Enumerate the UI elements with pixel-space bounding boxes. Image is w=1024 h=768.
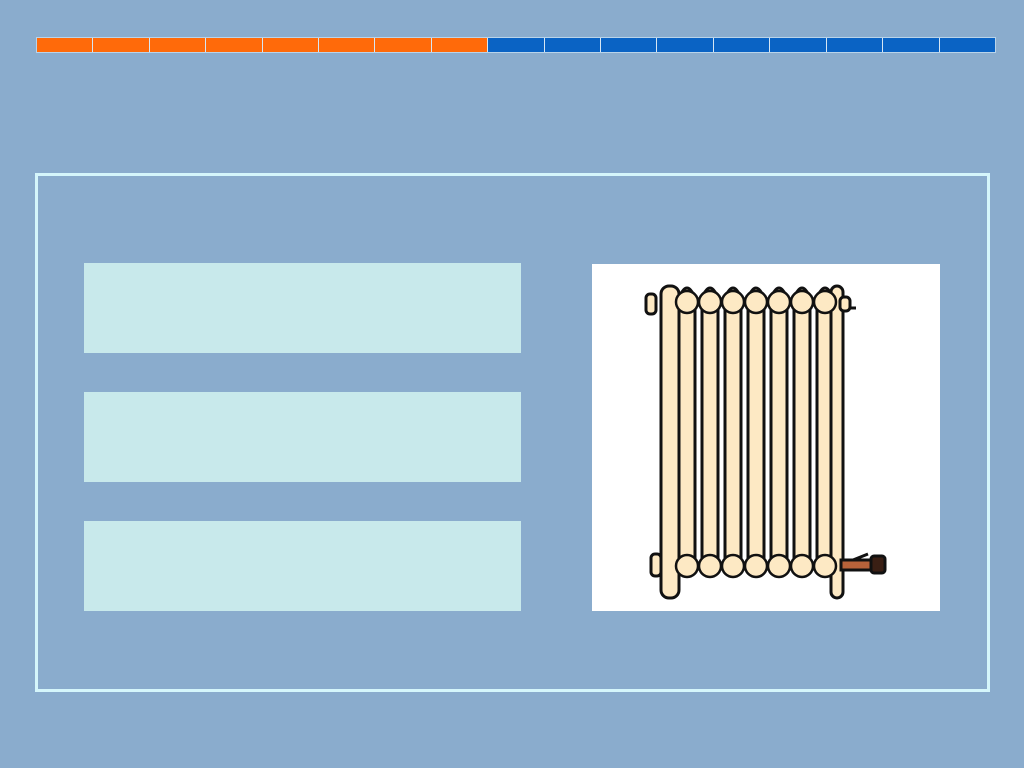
question-panel: [35, 173, 990, 692]
progress-segment-complete: [149, 38, 207, 52]
progress-segment-remaining: [826, 38, 884, 52]
answer-option-3[interactable]: [84, 521, 521, 611]
progress-segment-complete: [206, 38, 263, 52]
radiator-picture: [592, 264, 940, 611]
progress-segment-remaining: [939, 38, 995, 52]
progress-segment-complete: [37, 38, 94, 52]
progress-segment-complete: [375, 38, 432, 52]
progress-bar: [36, 37, 996, 53]
progress-segment-remaining: [657, 38, 714, 52]
progress-segment-complete: [262, 38, 320, 52]
answer-option-1[interactable]: [84, 263, 521, 353]
progress-segment-remaining: [601, 38, 658, 52]
progress-segment-remaining: [488, 38, 545, 52]
progress-segment-remaining: [883, 38, 940, 52]
progress-segment-complete: [319, 38, 376, 52]
progress-segment-remaining: [713, 38, 771, 52]
progress-segment-complete: [431, 38, 489, 52]
progress-segment-remaining: [770, 38, 827, 52]
progress-segment-remaining: [544, 38, 602, 52]
progress-segment-complete: [93, 38, 150, 52]
answer-option-2[interactable]: [84, 392, 521, 482]
radiator-icon: [644, 284, 887, 600]
